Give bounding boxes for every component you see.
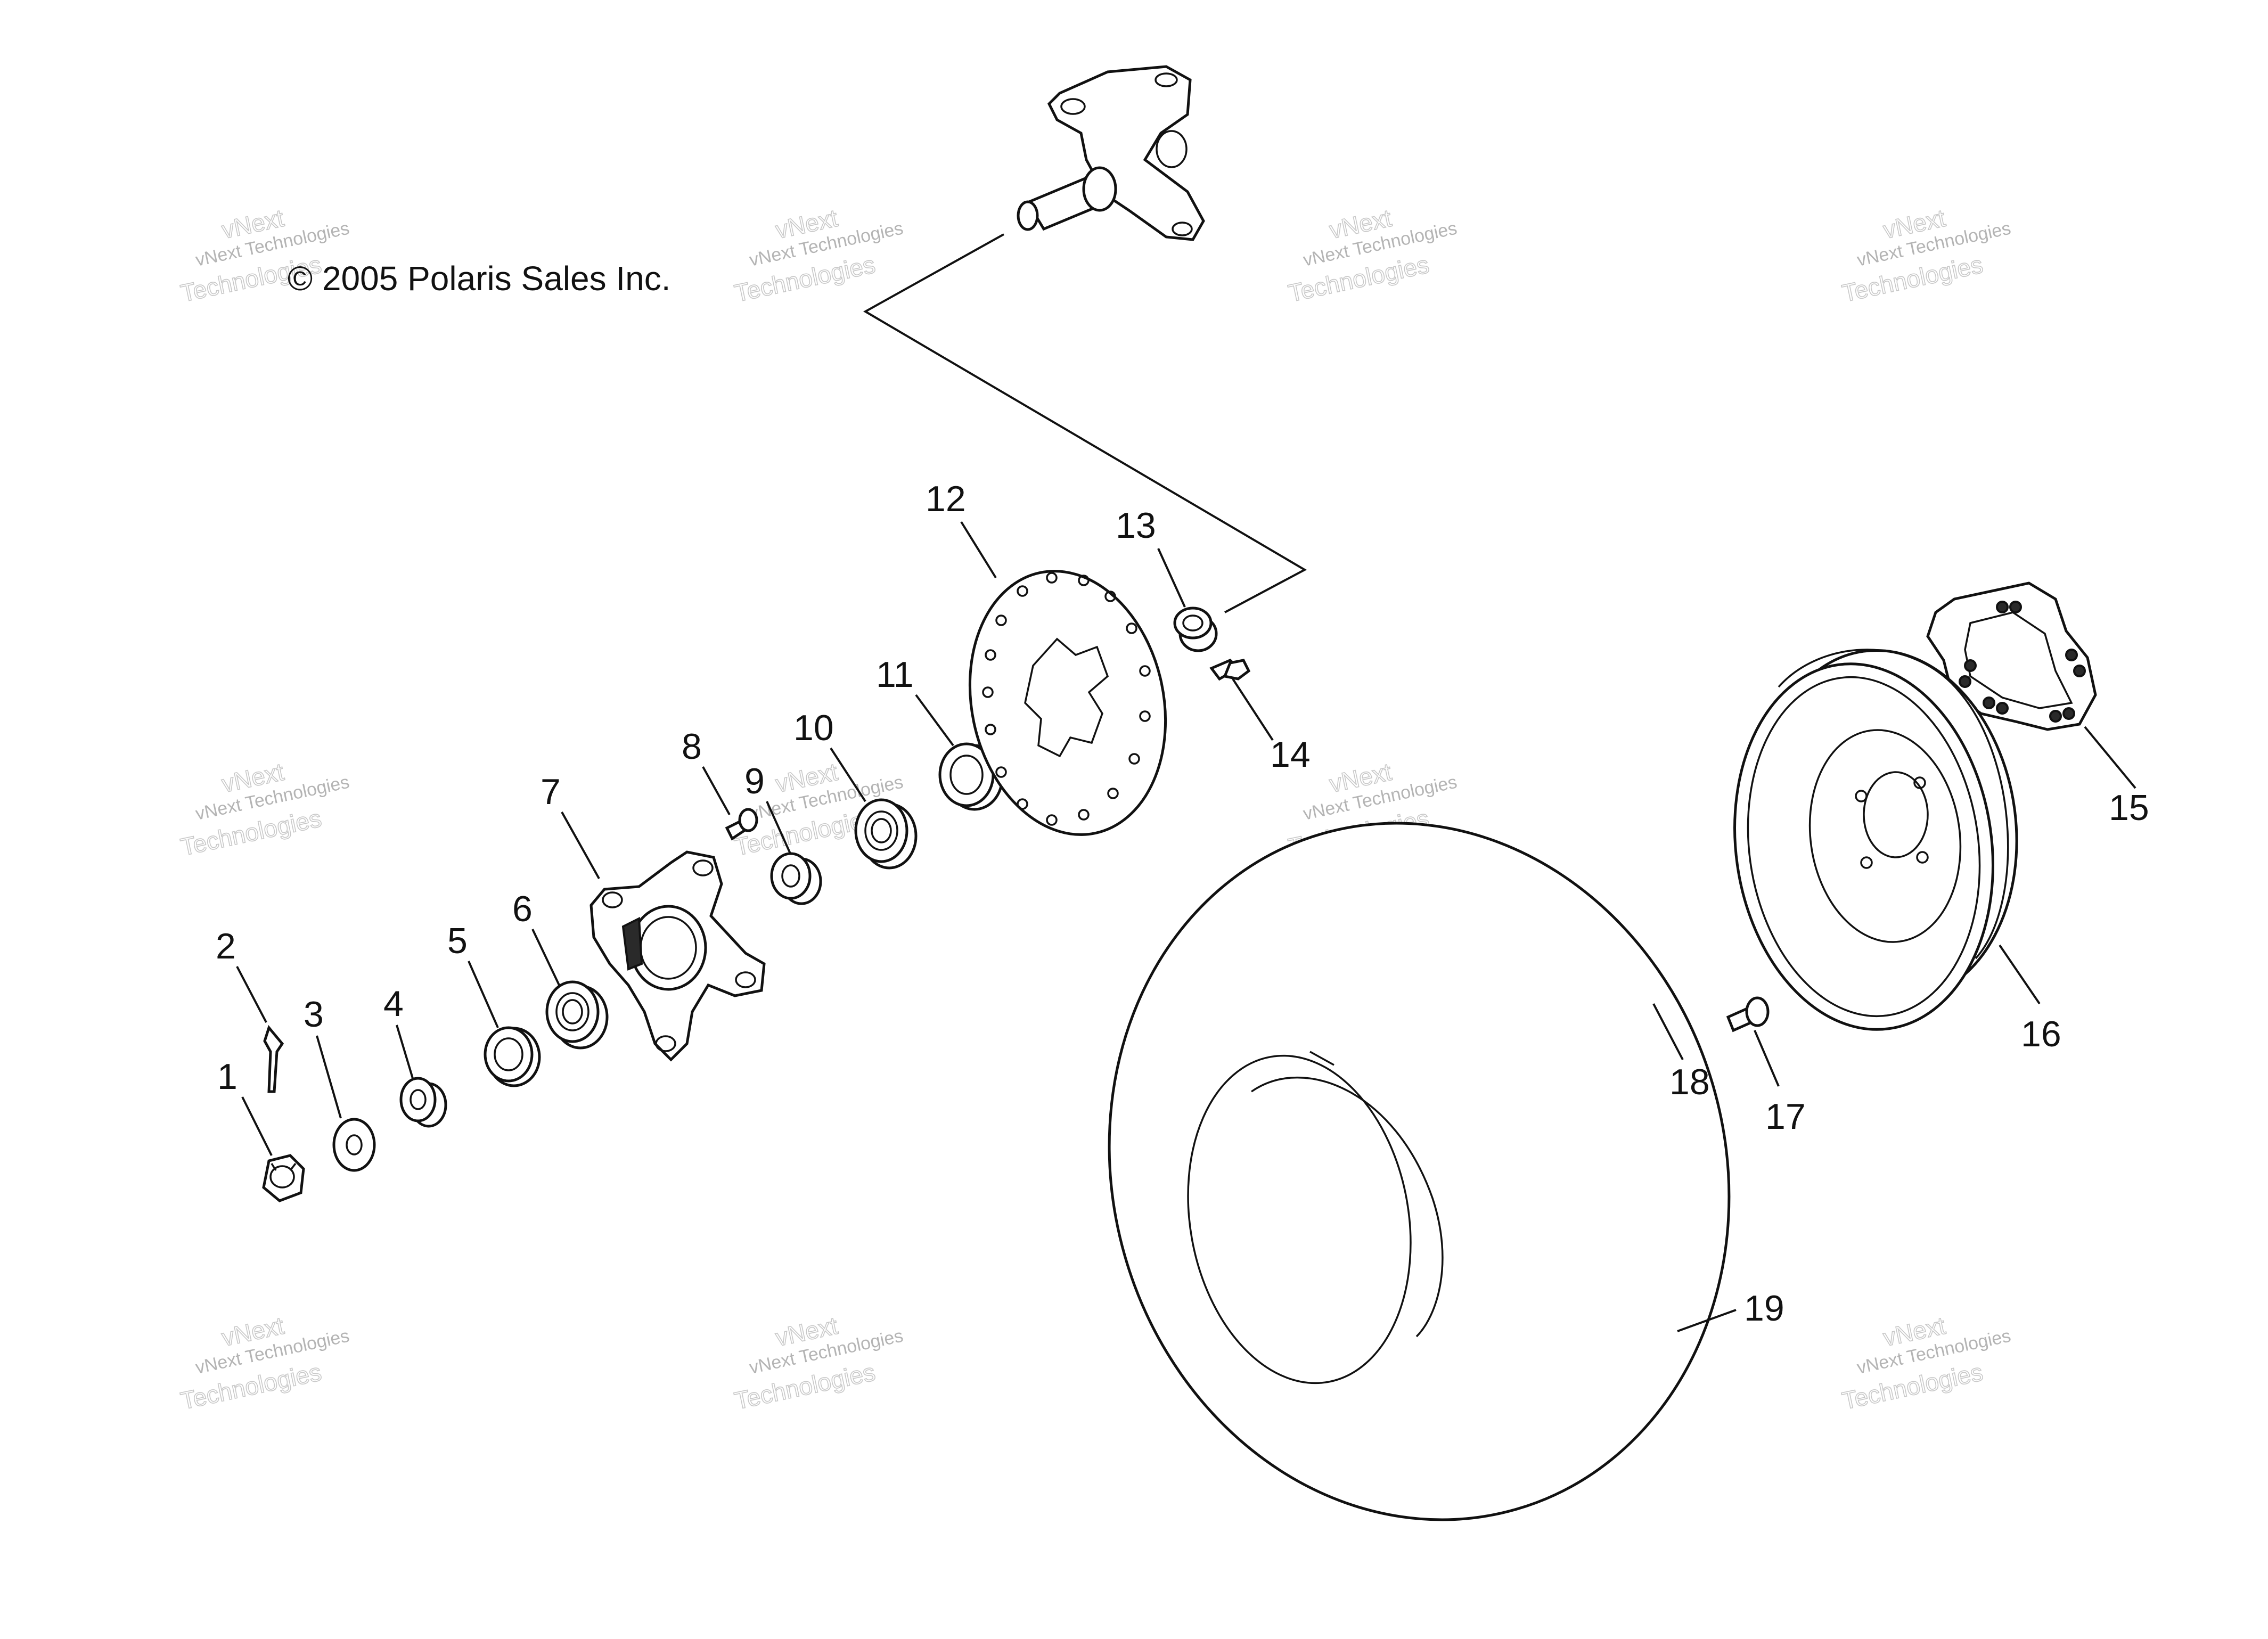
seal-part-5 (484, 1026, 541, 1087)
callout-6: 6 (512, 889, 533, 929)
callout-15: 15 (2109, 788, 2149, 828)
callout-19: 19 (1744, 1288, 1784, 1329)
callout-12: 12 (926, 479, 966, 519)
valve-stem-part (1726, 996, 1770, 1032)
callout-14: 14 (1270, 734, 1311, 775)
copyright-text: © 2005 Polaris Sales Inc. (288, 259, 671, 298)
hub-part (589, 850, 766, 1062)
cotter-pin-part (263, 1025, 284, 1093)
callout-18: 18 (1669, 1062, 1710, 1102)
tire-part (1108, 822, 1731, 1521)
callout-17: 17 (1765, 1096, 1806, 1137)
callout-11: 11 (876, 654, 914, 695)
callout-2: 2 (216, 926, 236, 966)
callout-9: 9 (744, 761, 765, 801)
brake-disc-part (968, 570, 1167, 836)
callout-13: 13 (1116, 505, 1156, 546)
spacer-part-13 (1173, 607, 1218, 652)
watermark: vNext Technologies vNext Technologies (1839, 1311, 2013, 1415)
watermark: vNext Technologies vNext Technologies (1839, 203, 2013, 308)
castle-nut-part (262, 1154, 305, 1202)
bearing-part-10 (854, 798, 918, 870)
callout-16: 16 (2021, 1014, 2061, 1054)
callout-4: 4 (383, 984, 404, 1024)
callout-7: 7 (541, 772, 561, 812)
callout-1: 1 (217, 1056, 238, 1097)
bolt-part (1209, 659, 1251, 681)
watermark: vNext Technologies vNext Technologies (178, 757, 351, 862)
watermark: vNext Technologies vNext Technologies (178, 1311, 351, 1415)
watermark: vNext Technologies vNext Technologies (732, 203, 905, 308)
assembly-leader-line (863, 233, 1307, 613)
spacer-part-9 (770, 852, 822, 905)
watermark: vNext Technologies vNext Technologies (1286, 203, 1459, 308)
callout-10: 10 (793, 708, 834, 748)
washer-part (332, 1118, 376, 1172)
callout-3: 3 (304, 994, 324, 1035)
callout-5: 5 (447, 921, 468, 961)
bearing-part-6 (545, 980, 609, 1050)
callout-8: 8 (682, 726, 702, 767)
wheel-rim-part (1733, 649, 2018, 1031)
callout-labels: 1 2 3 4 5 6 7 8 9 10 11 12 13 14 15 16 1… (216, 479, 2149, 1329)
steering-knuckle (1017, 65, 1205, 241)
callout-leaders (236, 521, 2136, 1332)
gasket-part (1926, 581, 2097, 731)
stud-part (725, 808, 758, 841)
spacer-part-4 (399, 1077, 447, 1128)
watermark: vNext Technologies vNext Technologies (732, 1311, 905, 1415)
